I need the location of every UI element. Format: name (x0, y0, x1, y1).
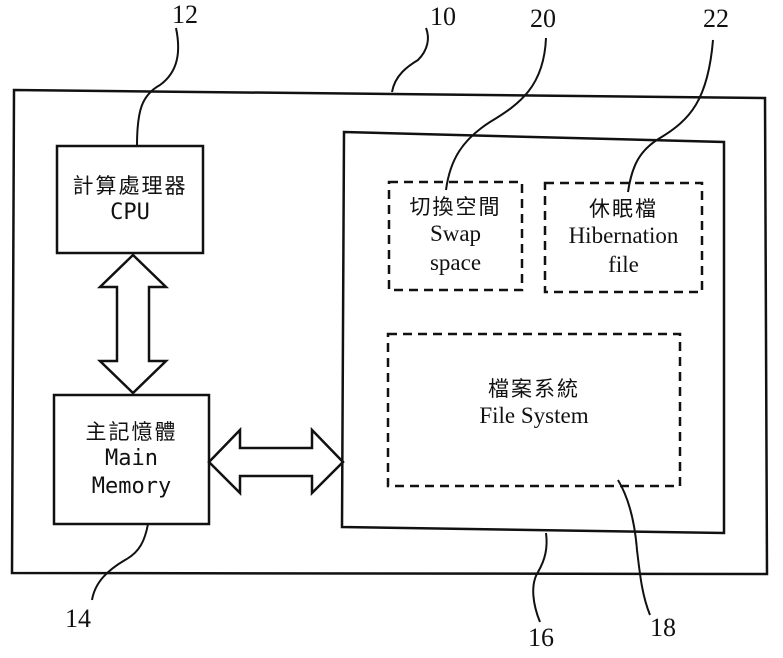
ref-label-18: 18 (650, 613, 676, 642)
file-system-box: 檔案系統 File System (388, 334, 680, 486)
leader-18 (617, 479, 651, 616)
swap-label-zh: 切換空間 (409, 195, 502, 220)
ref-label-12: 12 (172, 0, 198, 29)
leader-16 (532, 532, 548, 623)
ref-label-14: 14 (65, 604, 91, 633)
filesystem-label-en: File System (479, 403, 589, 429)
cpu-label-en: CPU (110, 199, 150, 225)
ref-label-10: 10 (430, 2, 456, 31)
memory-box: 主記憶體 Main Memory (54, 395, 209, 524)
system-box-outline (10, 88, 769, 576)
leader-10 (391, 27, 429, 93)
hibernation-box-outline (543, 181, 704, 294)
cpu-label-zh: 計算處理器 (72, 173, 188, 198)
cpu-box-outline (55, 144, 205, 255)
memory-label-en-1: Main (105, 446, 158, 472)
ref-label-16: 16 (528, 623, 554, 652)
storage-box-outline (340, 130, 726, 535)
cpu-box: 計算處理器 CPU (57, 146, 203, 253)
memory-label-en-2: Memory (91, 473, 172, 499)
ref-label-20: 20 (530, 4, 556, 33)
memory-box-outline (52, 393, 211, 526)
cpu-memory-arrow (96, 253, 170, 395)
hibernation-label-en-2: file (608, 251, 639, 277)
swap-box-outline (387, 180, 524, 292)
filesystem-label-zh: 檔案系統 (488, 377, 580, 401)
swap-space-box: 切換空間 Swap space (389, 182, 522, 290)
hibernation-file-box: 休眠檔 Hibernation file (545, 183, 702, 292)
memory-storage-arrow (207, 426, 345, 497)
leader-14 (91, 523, 149, 601)
filesystem-box-outline (386, 332, 682, 488)
leader-20 (445, 37, 547, 191)
hibernation-label-zh: 休眠檔 (589, 196, 658, 221)
ref-label-22: 22 (703, 4, 729, 33)
swap-label-en-1: Swap (429, 221, 482, 247)
hibernation-label-en-1: Hibernation (568, 222, 679, 248)
swap-label-en-2: space (429, 250, 482, 276)
memory-label-zh: 主記憶體 (85, 419, 178, 444)
leader-12 (136, 27, 180, 147)
leader-22 (627, 39, 714, 193)
